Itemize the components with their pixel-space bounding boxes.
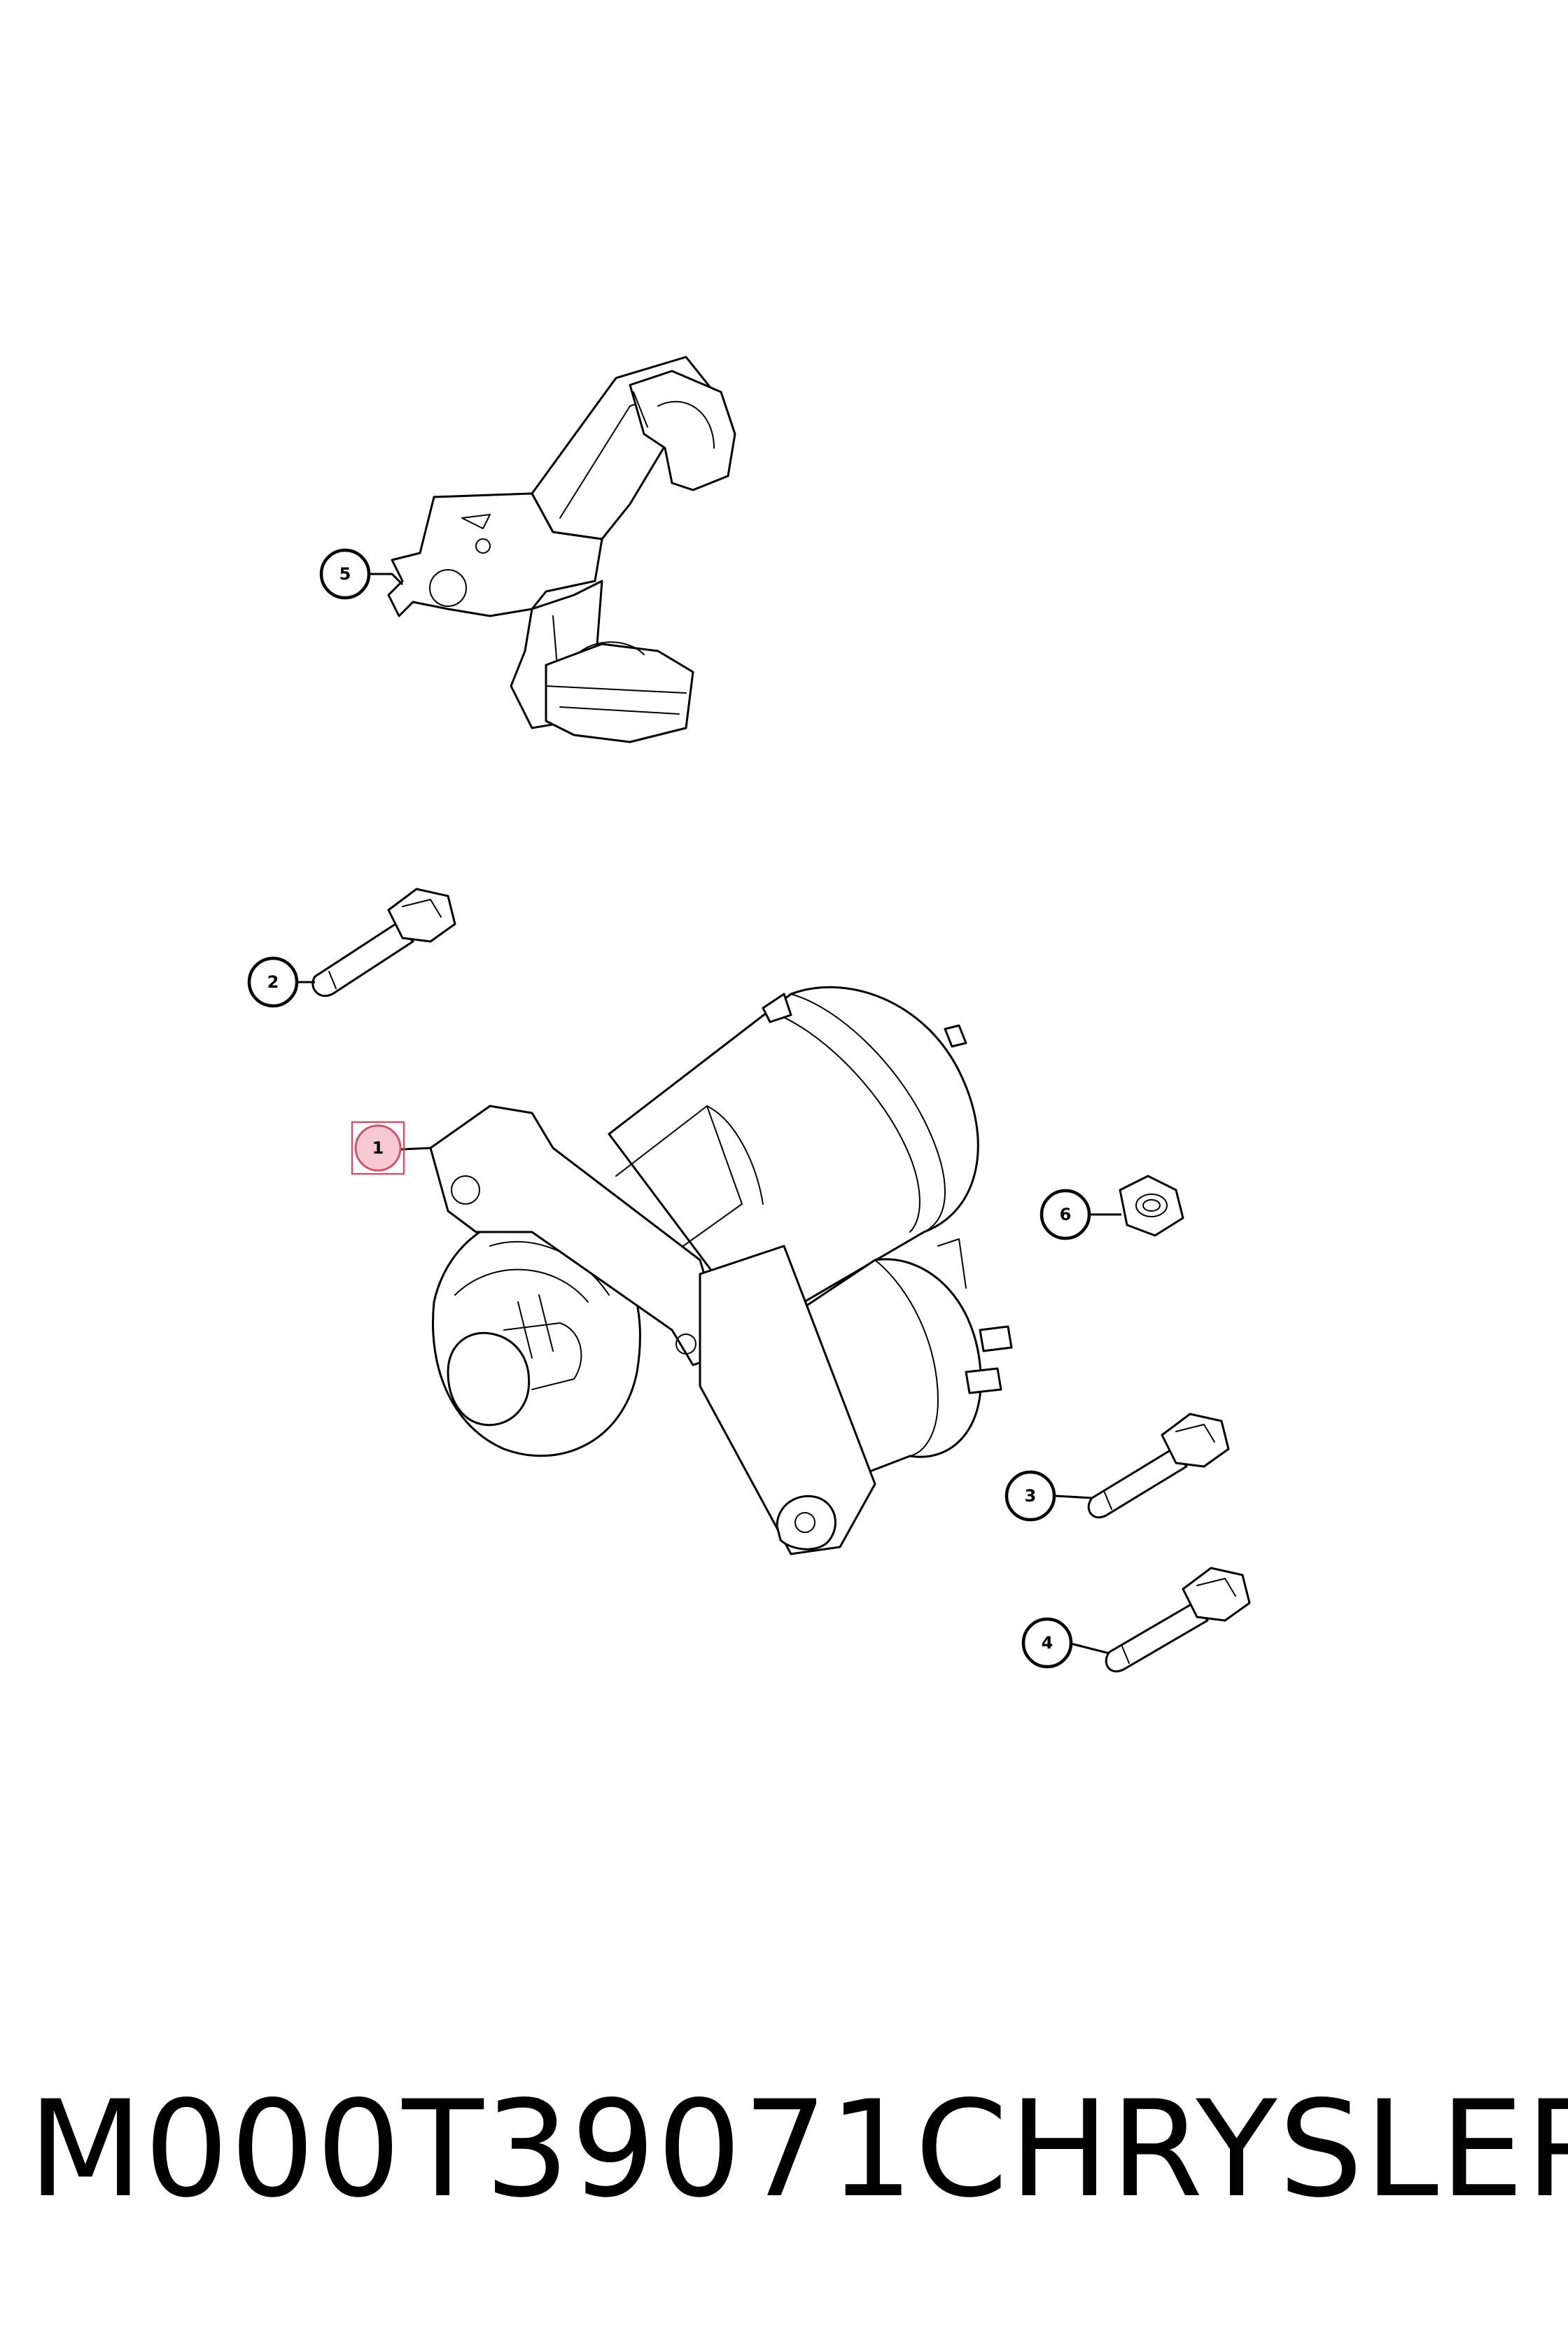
caption-bar: M000T39071 CHRYSLER	[28, 2065, 1568, 2233]
bolt-upper	[312, 888, 456, 997]
wire-harness-bracket	[387, 356, 736, 743]
nut	[1119, 1175, 1184, 1237]
bolt-lower-1	[1087, 1413, 1230, 1519]
callout-5-label: 5	[340, 564, 351, 584]
callout-1[interactable]: 1	[351, 1121, 405, 1175]
leader-lines	[297, 573, 1121, 1655]
parts-diagram: 5 2 1 6 3 4	[247, 356, 1251, 1673]
callout-6-label: 6	[1060, 1205, 1072, 1224]
starter-motor	[429, 986, 1013, 1555]
callout-3-label: 3	[1025, 1486, 1037, 1506]
callout-1-label: 1	[372, 1138, 384, 1158]
callout-2[interactable]: 2	[247, 956, 299, 1008]
callout-3[interactable]: 3	[1004, 1470, 1056, 1522]
callout-2-label: 2	[267, 972, 279, 992]
callout-5[interactable]: 5	[319, 548, 371, 600]
brand-name: CHRYSLER	[915, 2071, 1568, 2227]
callout-4-label: 4	[1042, 1633, 1054, 1653]
callout-4[interactable]: 4	[1021, 1617, 1073, 1669]
bolt-lower-2	[1105, 1567, 1251, 1673]
callout-6[interactable]: 6	[1040, 1189, 1091, 1240]
part-number: M000T39071	[28, 2071, 916, 2227]
